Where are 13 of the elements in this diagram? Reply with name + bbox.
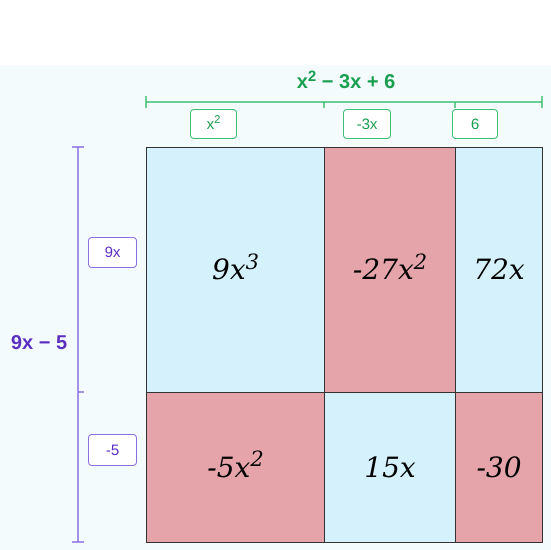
factor-box: 6 — [452, 109, 498, 139]
area-cell: 15x — [324, 392, 456, 543]
factor-box: x$^{2}$ — [190, 109, 237, 139]
area-cell: -5x$^{2}$ — [146, 392, 325, 543]
factor-box: -5 — [88, 434, 137, 466]
area-cell: 9x$^{3}$ — [146, 147, 325, 393]
area-cell: -30 — [455, 392, 543, 543]
area-cell: -27x$^{2}$ — [324, 147, 456, 393]
factor-box: 9x — [88, 237, 137, 268]
factor-box: -3x — [343, 109, 391, 139]
dimension-label: 9x − 5 — [10, 333, 68, 353]
area-cell: 72x — [455, 147, 543, 393]
dimension-label: x$^{2}$ − 3x + 6 — [296, 72, 396, 92]
